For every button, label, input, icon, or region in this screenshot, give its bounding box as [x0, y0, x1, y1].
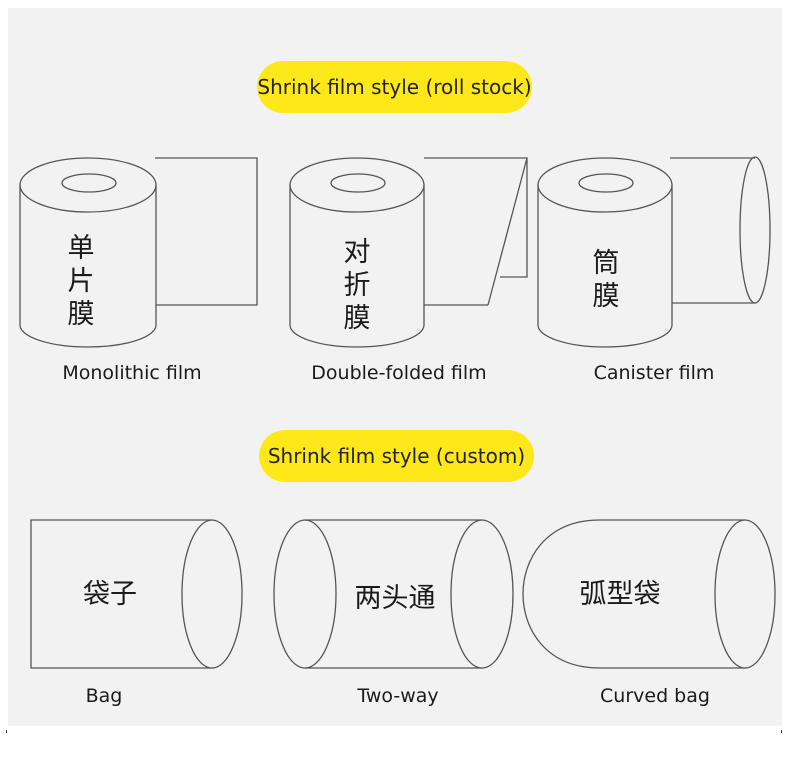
- two-way-cn-label: 两头通: [354, 583, 436, 614]
- left-edge-mark: [6, 730, 7, 733]
- bag-cn-label: 袋子: [83, 579, 137, 610]
- curved-bag-illustration: [522, 519, 776, 669]
- canister-film-caption: Canister film: [593, 362, 715, 384]
- two-way-caption: Two-way: [357, 685, 439, 707]
- curved-bag-caption: Curved bag: [600, 685, 710, 707]
- roll-stock-section-title: Shrink film style (roll stock): [257, 61, 532, 113]
- double-folded-film-caption: Double-folded film: [311, 362, 487, 384]
- double-folded-film-cn-label: 对折膜: [343, 237, 371, 334]
- custom-section-title: Shrink film style (custom): [259, 430, 534, 482]
- monolithic-film-caption: Monolithic film: [62, 362, 202, 384]
- monolithic-film-cn-label: 单片膜: [67, 233, 95, 330]
- bag-caption: Bag: [85, 685, 123, 707]
- bag-illustration: [30, 519, 243, 669]
- canister-film-illustration: [537, 156, 771, 348]
- double-folded-film-illustration: [289, 157, 528, 348]
- right-edge-mark: [781, 730, 782, 733]
- curved-bag-cn-label: 弧型袋: [579, 579, 661, 610]
- content-panel: [8, 8, 782, 726]
- monolithic-film-illustration: [19, 157, 258, 348]
- canister-film-cn-label: 筒膜: [592, 248, 620, 312]
- two-way-illustration: [273, 519, 514, 669]
